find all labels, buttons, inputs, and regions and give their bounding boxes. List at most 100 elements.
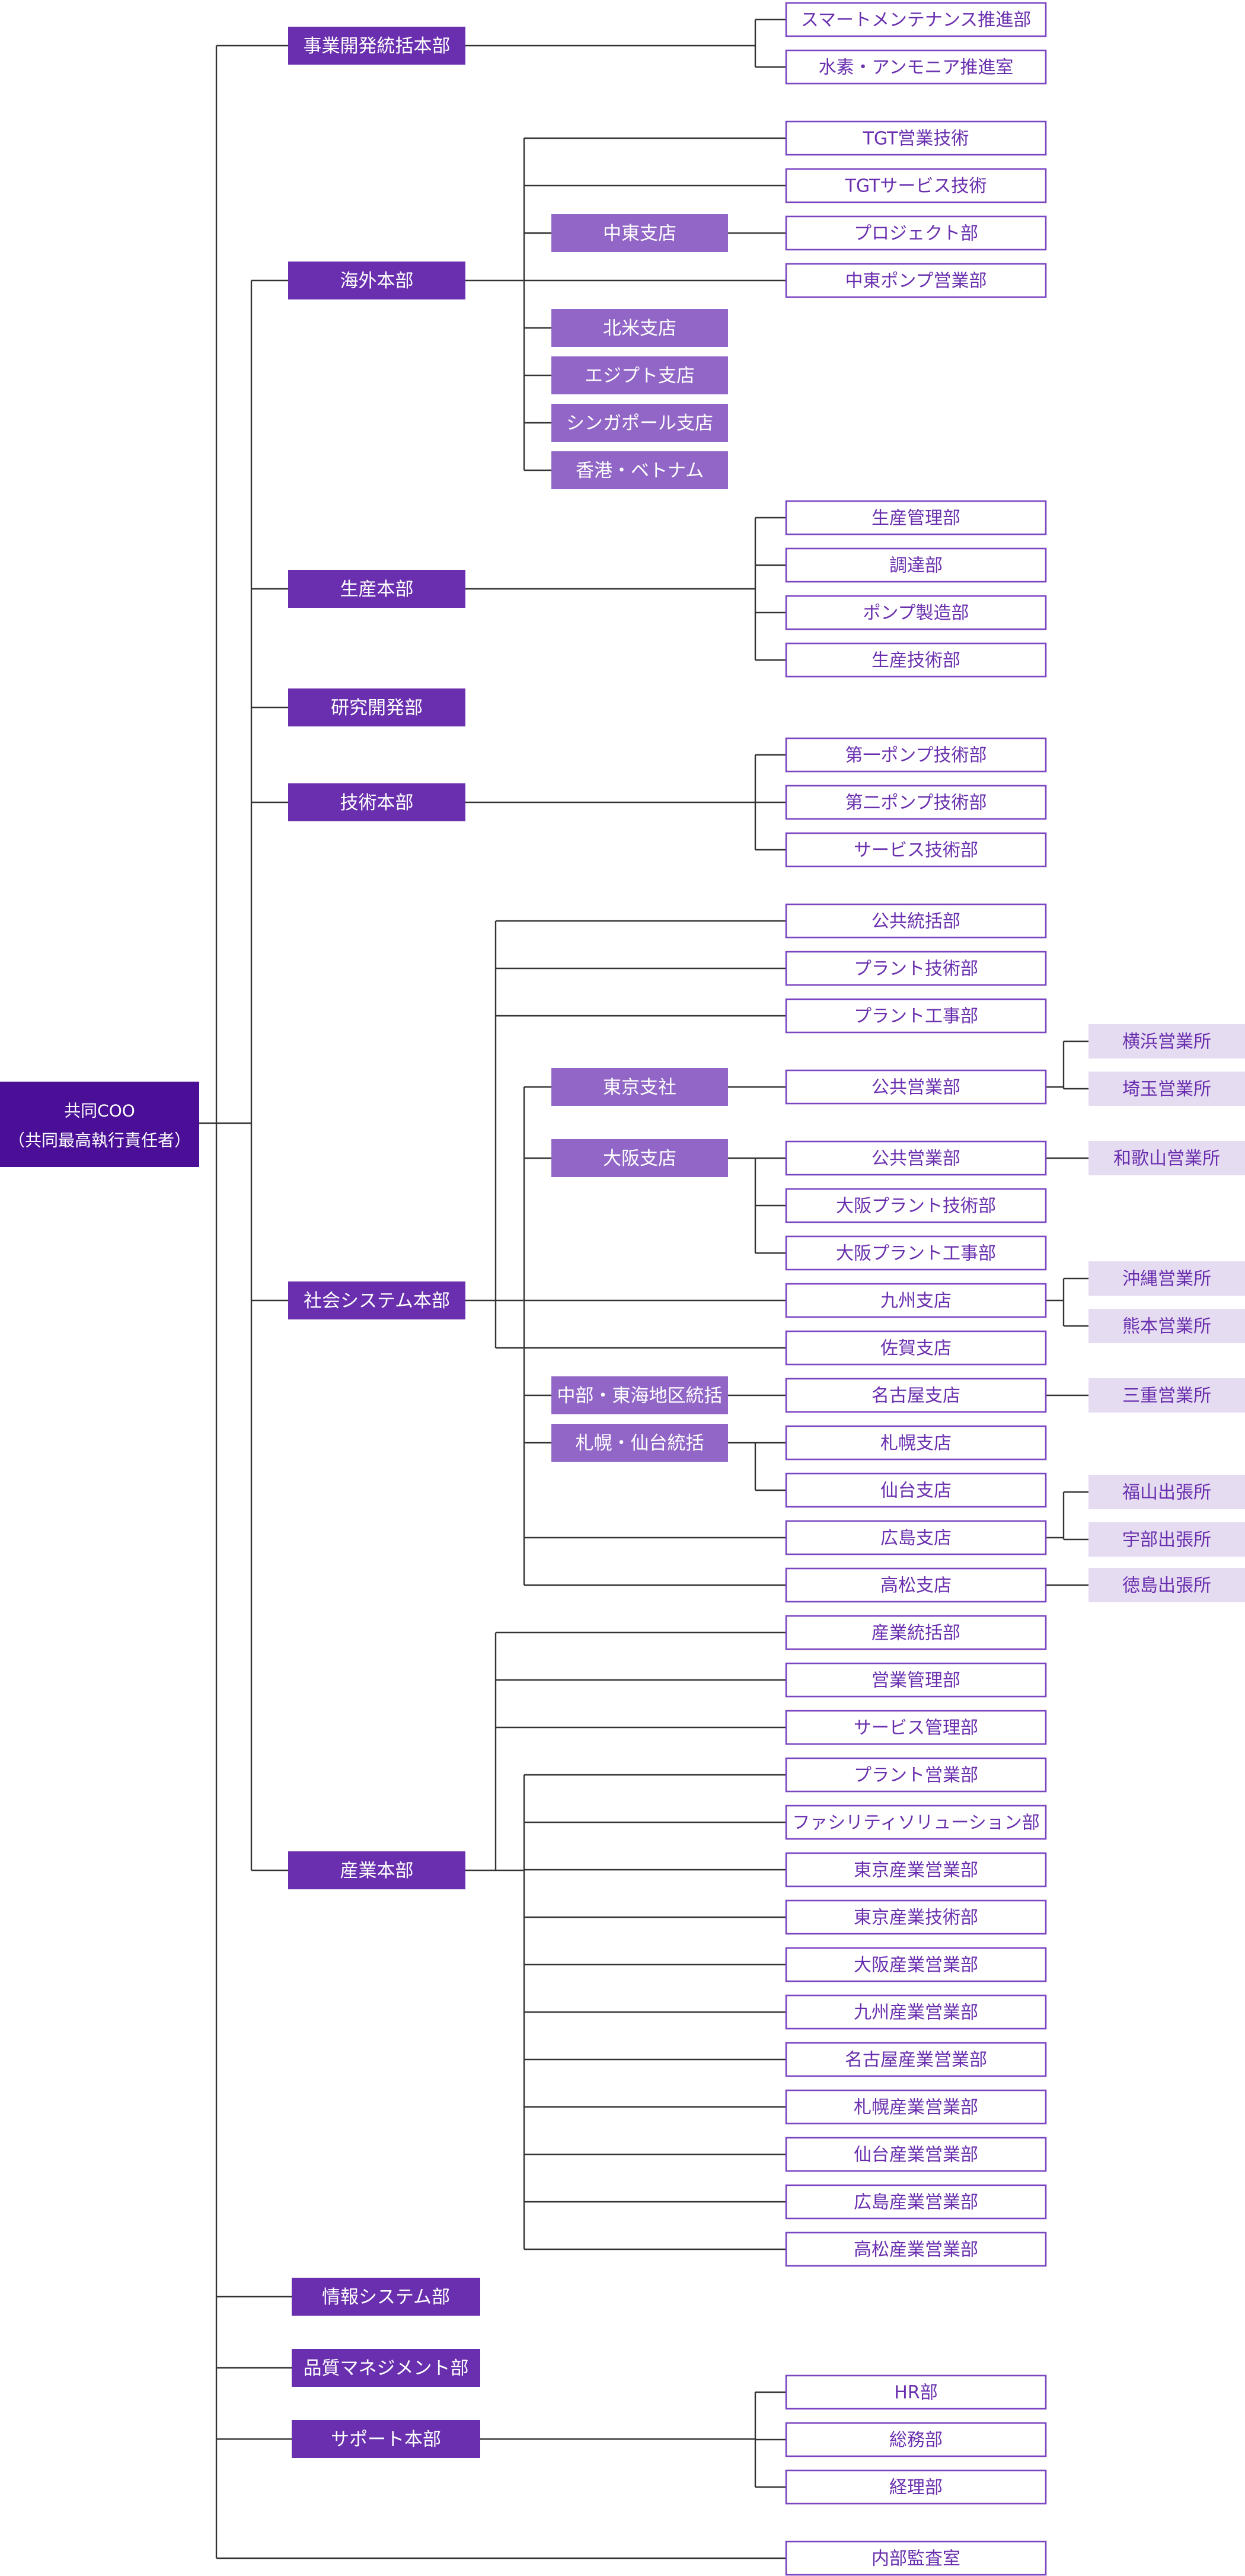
dept-hiroshima-bg xyxy=(785,1520,1047,1555)
dept-hokkaido-1-label: 仙台支店 xyxy=(880,1481,952,1501)
division-4: 技術本部 xyxy=(288,783,465,821)
office-kyushu-1: 熊本営業所 xyxy=(1088,1309,1245,1343)
dept-industry-5-bg xyxy=(785,1852,1047,1888)
dept-overseas-1-label: TGTサービス技術 xyxy=(845,176,987,197)
branch-overseas-3: シンガポール支店 xyxy=(551,404,728,442)
dept-saga-label: 佐賀支店 xyxy=(880,1338,952,1359)
dept-saga-bg xyxy=(785,1330,1047,1366)
office-tokyo-0-bg xyxy=(1088,1024,1245,1059)
dept-osaka-2: 大阪プラント工事部 xyxy=(785,1235,1047,1271)
dept-social-1: プラント技術部 xyxy=(785,951,1047,986)
dept-industry-4-label: ファシリティソリューション部 xyxy=(792,1813,1040,1834)
dept-industry-3-bg xyxy=(785,1757,1047,1793)
dept-hokkaido-0-bg xyxy=(785,1425,1047,1461)
office-nagoya-0: 三重営業所 xyxy=(1088,1378,1245,1413)
office-kyushu-1-label: 熊本営業所 xyxy=(1122,1316,1211,1337)
dept-industry-2: サービス管理部 xyxy=(785,1710,1047,1745)
branch-overseas-2-bg xyxy=(551,356,728,394)
dept-industry-7-label: 大阪産業営業部 xyxy=(854,1955,978,1976)
dept-support-2: 経理部 xyxy=(785,2469,1047,2505)
branch-sapporo-sendai-bg xyxy=(551,1424,728,1462)
dept-industry-12-label: 広島産業営業部 xyxy=(854,2192,978,2213)
division-3-bg xyxy=(288,688,465,726)
dept-hokkaido-1-bg xyxy=(785,1472,1047,1508)
office-takamatsu-0-bg xyxy=(1088,1568,1245,1602)
dept-bizdev-0-bg xyxy=(785,2,1047,37)
dept-industry-10-bg xyxy=(785,2089,1047,2125)
dept-production-2-label: ポンプ製造部 xyxy=(863,603,969,624)
division-9: サポート本部 xyxy=(292,2420,480,2458)
division-7-bg xyxy=(292,2278,480,2316)
dept-takamatsu-label: 高松支店 xyxy=(880,1576,952,1596)
division-3-label: 研究開発部 xyxy=(331,697,423,719)
root-subtitle: （共同最高執行責任者） xyxy=(8,1131,191,1150)
dept-industry-7-bg xyxy=(785,1947,1047,1982)
dept-industry-11-bg xyxy=(785,2137,1047,2172)
dept-production-0: 生産管理部 xyxy=(785,500,1047,535)
branch-tokyo-label: 東京支社 xyxy=(603,1077,676,1098)
dept-industry-1-label: 営業管理部 xyxy=(872,1670,960,1691)
office-tokyo-1-bg xyxy=(1088,1072,1245,1106)
division-0: 事業開発統括本部 xyxy=(288,27,465,65)
dept-takamatsu: 高松支店 xyxy=(785,1567,1047,1603)
dept-social-1-bg xyxy=(785,951,1047,986)
dept-industry-10: 札幌産業営業部 xyxy=(785,2089,1047,2125)
dept-production-2: ポンプ製造部 xyxy=(785,595,1047,630)
dept-industry-2-label: サービス管理部 xyxy=(854,1718,978,1739)
division-5-bg xyxy=(288,1281,465,1319)
dept-industry-0-label: 産業統括部 xyxy=(872,1623,960,1644)
dept-technology-0-bg xyxy=(785,737,1047,773)
root-box: 共同COO（共同最高執行責任者） xyxy=(0,1082,199,1167)
division-6-label: 産業本部 xyxy=(340,1860,414,1882)
dept-production-0-label: 生産管理部 xyxy=(872,508,960,529)
branch-overseas-2: エジプト支店 xyxy=(551,356,728,394)
dept-industry-9-bg xyxy=(785,2042,1047,2077)
office-nagoya-0-label: 三重営業所 xyxy=(1122,1386,1211,1407)
dept-industry-12: 広島産業営業部 xyxy=(785,2184,1047,2220)
dept-overseas-1: TGTサービス技術 xyxy=(785,168,1047,203)
dept-overseas-2-label: プロジェクト部 xyxy=(854,224,978,244)
division-2: 生産本部 xyxy=(288,570,465,608)
division-5: 社会システム本部 xyxy=(288,1281,465,1319)
dept-industry-4-bg xyxy=(785,1805,1047,1840)
division-9-bg xyxy=(292,2420,480,2458)
dept-overseas-0-label: TGT営業技術 xyxy=(863,129,969,149)
branch-overseas-4-bg xyxy=(551,451,728,489)
dept-social-0: 公共統括部 xyxy=(785,903,1047,939)
dept-industry-0-bg xyxy=(785,1615,1047,1650)
dept-audit-label: 内部監査室 xyxy=(872,2549,960,2569)
dept-technology-2-label: サービス技術部 xyxy=(854,840,978,861)
branch-osaka: 大阪支店 xyxy=(551,1139,728,1177)
dept-social-2-label: プラント工事部 xyxy=(854,1006,978,1027)
dept-industry-3-label: プラント営業部 xyxy=(854,1765,978,1786)
division-4-bg xyxy=(288,783,465,821)
dept-technology-0: 第一ポンプ技術部 xyxy=(785,737,1047,773)
dept-social-0-label: 公共統括部 xyxy=(872,911,960,932)
dept-industry-5-label: 東京産業営業部 xyxy=(854,1860,978,1881)
dept-industry-3: プラント営業部 xyxy=(785,1757,1047,1793)
dept-industry-13: 高松産業営業部 xyxy=(785,2231,1047,2267)
dept-overseas-3: 中東ポンプ営業部 xyxy=(785,263,1047,298)
branch-chubu-bg xyxy=(551,1376,728,1414)
dept-industry-13-label: 高松産業営業部 xyxy=(854,2240,978,2261)
branch-overseas-3-label: シンガポール支店 xyxy=(566,413,713,434)
dept-industry-9-label: 名古屋産業営業部 xyxy=(845,2050,987,2071)
dept-osaka-2-label: 大阪プラント工事部 xyxy=(836,1244,996,1264)
dept-overseas-2: プロジェクト部 xyxy=(785,215,1047,251)
branch-overseas-0-label: 中東支店 xyxy=(603,223,676,244)
dept-production-3-label: 生産技術部 xyxy=(872,651,960,671)
dept-bizdev-0: スマートメンテナンス推進部 xyxy=(785,2,1047,37)
division-2-label: 生産本部 xyxy=(340,579,414,600)
dept-osaka-1-bg xyxy=(785,1188,1047,1223)
office-kyushu-0: 沖縄営業所 xyxy=(1088,1261,1245,1296)
dept-overseas-0: TGT営業技術 xyxy=(785,120,1047,156)
branch-sapporo-sendai: 札幌・仙台統括 xyxy=(551,1424,728,1462)
dept-support-2-label: 経理部 xyxy=(889,2478,943,2498)
dept-industry-10-label: 札幌産業営業部 xyxy=(854,2097,978,2118)
office-tokyo-0-label: 横浜営業所 xyxy=(1122,1032,1211,1053)
branch-overseas-0: 中東支店 xyxy=(551,214,728,252)
dept-industry-8: 九州産業営業部 xyxy=(785,1994,1047,2030)
branch-chubu: 中部・東海地区統括 xyxy=(551,1376,728,1414)
dept-industry-6-label: 東京産業技術部 xyxy=(854,1908,978,1928)
dept-production-3-bg xyxy=(785,642,1047,678)
